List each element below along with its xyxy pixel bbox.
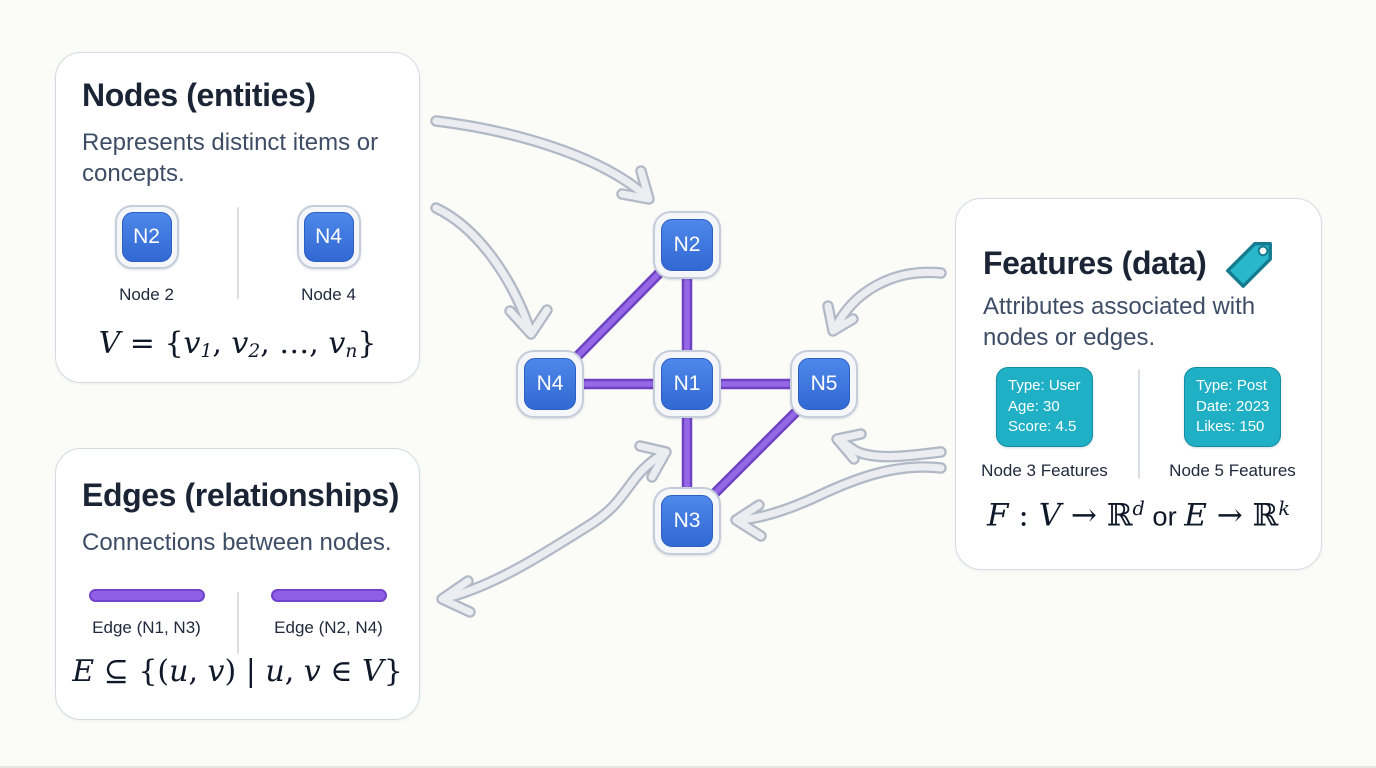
arrow-edgescard-to-edge-n1n3 [438, 442, 670, 616]
node-example-2-chip-label: N4 [303, 212, 354, 262]
node-example-2-caption: Node 4 [301, 285, 356, 304]
node-example-1-chip-label: N2 [121, 212, 172, 262]
edge-example-1: Edge (N1, N3) [74, 589, 220, 638]
edge-example-2-pill [270, 589, 387, 602]
graph-node-n4-label: N4 [524, 358, 576, 410]
feature-example-2-caption: Node 5 Features [1169, 460, 1296, 480]
feature-line: Type: User [1008, 377, 1081, 394]
annotation-arrows [430, 115, 947, 618]
edges-card-description: Connections between nodes. [82, 529, 392, 556]
edge-example-1-pill [88, 589, 205, 602]
feature-line: Likes: 150 [1196, 418, 1265, 435]
graph-node-n5-label: N5 [798, 358, 850, 410]
arrow-nodescard-to-n2-outline [430, 115, 655, 205]
divider [236, 592, 239, 654]
nodes-card: Nodes (entities) Represents distinct ite… [55, 52, 420, 383]
graph-node-n2: N2 [653, 211, 721, 279]
bottom-edge-line [0, 766, 1376, 768]
graph-node-n5: N5 [790, 350, 858, 418]
edges-card-examples: Edge (N1, N3) Edge (N2, N4) [56, 589, 419, 654]
graph-node-n2-label: N2 [661, 219, 713, 271]
node-example-2: N4 Node 4 [256, 205, 402, 305]
arrow-nodescard-to-n4-outline [430, 202, 553, 340]
graph-node-n4: N4 [516, 350, 584, 418]
edges-card-title: Edges (relationships) [82, 477, 399, 513]
arrow-featurescard-to-n5-bottom [833, 430, 945, 463]
feature-example-2-box: Type: Post Date: 2023 Likes: 150 [1184, 367, 1281, 447]
feature-line: Date: 2023 [1196, 397, 1270, 415]
arrow-nodescard-to-n2 [432, 117, 653, 203]
features-card-title-row: Features (data) [983, 233, 1278, 293]
graph-node-n3-label: N3 [661, 495, 713, 547]
node-example-1-chip: N2 [114, 205, 179, 269]
features-card: Features (data) Attributes associated wi… [955, 198, 1322, 570]
feature-example-2: Type: Post Date: 2023 Likes: 150 Node 5 … [1157, 367, 1309, 481]
tag-icon [1226, 241, 1273, 288]
graph-node-n1-label: N1 [661, 358, 713, 410]
features-formula: F : V → ℝd or E → ℝk [987, 497, 1290, 534]
edge-example-2: Edge (N2, N4) [256, 589, 402, 638]
nodes-formula: V = {v1, v2, …, vn} [98, 326, 377, 363]
features-card-title: Features (data) [983, 244, 1207, 281]
features-card-examples: Type: User Age: 30 Score: 4.5 Node 3 Fea… [956, 367, 1321, 481]
divider [236, 207, 239, 299]
arrow-featurescard-to-n3-outline [730, 461, 947, 542]
arrow-featurescard-to-n5-top [824, 268, 945, 335]
feature-line: Type: Post [1196, 377, 1267, 394]
feature-example-1: Type: User Age: 30 Score: 4.5 Node 3 Fea… [969, 367, 1121, 481]
feature-line: Age: 30 [1008, 397, 1060, 415]
node-example-2-chip: N4 [296, 205, 361, 269]
graph-edge-fill [547, 242, 827, 524]
graph-edges [544, 239, 830, 527]
feature-example-1-caption: Node 3 Features [981, 460, 1108, 480]
nodes-card-title: Nodes (entities) [82, 77, 316, 113]
feature-example-1-box: Type: User Age: 30 Score: 4.5 [996, 367, 1093, 447]
edge-example-1-caption: Edge (N1, N3) [92, 618, 201, 637]
nodes-card-description: Represents distinct items or concepts. [82, 129, 379, 187]
nodes-card-examples: N2 Node 2 N4 Node 4 [56, 205, 419, 305]
features-card-description: Attributes associated with nodes or edge… [983, 293, 1256, 351]
graph-node-n1: N1 [653, 350, 721, 418]
feature-line: Score: 4.5 [1008, 418, 1077, 435]
node-example-1-caption: Node 2 [119, 285, 174, 304]
edges-card: Edges (relationships) Connections betwee… [55, 448, 420, 720]
edges-formula: E ⊆ {(u, v) | u, v ∈ V} [72, 654, 403, 689]
node-example-1: N2 Node 2 [74, 205, 220, 305]
divider [1137, 369, 1140, 479]
graph-node-n3: N3 [653, 487, 721, 555]
arrow-featurescard-to-n3 [732, 463, 945, 540]
arrow-nodescard-to-n4 [432, 204, 551, 338]
edge-example-2-caption: Edge (N2, N4) [274, 618, 383, 637]
